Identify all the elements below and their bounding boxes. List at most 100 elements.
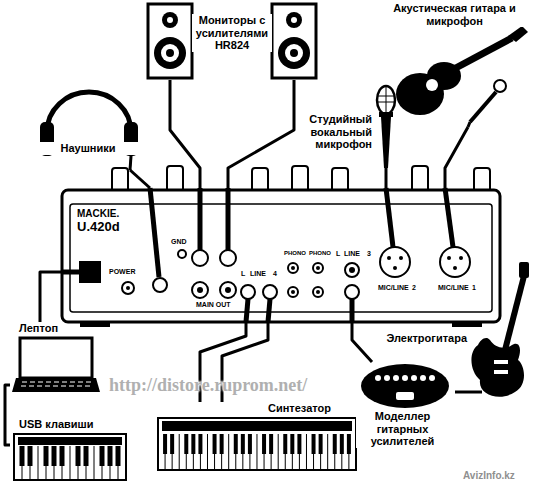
vocal-mic-drawing	[386, 87, 387, 113]
audio-cable	[455, 391, 470, 394]
watermark: http://distore.ruprom.net/	[108, 376, 308, 396]
mixer-jack	[288, 287, 298, 297]
panel-label: MIC/LINE	[377, 284, 410, 292]
amp-modeler-drawing	[411, 375, 417, 381]
laptop-drawing	[21, 382, 91, 386]
mixer-jack	[80, 262, 100, 282]
laptop-drawing	[37, 386, 42, 387]
laptop-drawing	[77, 386, 82, 387]
mixer-jack	[153, 278, 167, 292]
usb-keyboard-drawing	[38, 446, 39, 480]
laptop-drawing	[78, 382, 83, 383]
synthesizer-drawing	[278, 434, 279, 470]
laptop-drawing	[38, 382, 43, 383]
headphones-drawing	[47, 92, 131, 132]
brand-label: U.420d	[76, 220, 121, 235]
electric-guitar-drawing	[470, 262, 529, 397]
cable-plug	[198, 188, 203, 250]
device-label: USB клавиши	[18, 418, 94, 431]
synthesizer-drawing	[213, 434, 217, 454]
jack-hole	[387, 256, 391, 260]
mixer-jack	[380, 247, 410, 277]
jack-hole	[291, 290, 295, 294]
laptop: Лептоп	[10, 322, 102, 394]
cable-plug	[150, 188, 159, 277]
usb-keyboard-drawing	[18, 437, 122, 445]
synthesizer-drawing	[290, 434, 294, 454]
acoustic-guitar-drawing	[396, 26, 528, 127]
usb-keyboard-drawing	[116, 446, 121, 466]
synthesizer-drawing	[297, 434, 301, 454]
synthesizer-drawing	[170, 434, 174, 454]
mixer-jack	[288, 263, 298, 273]
speaker-drawing	[272, 4, 316, 78]
vocal-mic-drawing	[379, 112, 393, 117]
laptop-drawing	[86, 382, 91, 383]
electric-guitar-drawing	[470, 391, 482, 394]
synthesizer-drawing	[234, 434, 238, 454]
usb-keyboard-drawing	[100, 446, 105, 466]
amp-modeler-drawing	[375, 375, 435, 381]
laptop-drawing	[70, 382, 75, 383]
mixer-jack	[313, 263, 323, 273]
synthesizer-drawing	[312, 434, 316, 454]
synthesizer-drawing	[347, 434, 351, 454]
jack-hole	[453, 266, 457, 270]
mixer-jack	[345, 285, 359, 299]
speaker-drawing	[285, 44, 303, 62]
usb-keyboard-drawing	[84, 446, 89, 466]
device-label: Лептоп	[18, 322, 59, 335]
electric-guitar-drawing	[494, 370, 508, 374]
synthesizer-drawing	[256, 434, 257, 470]
amp-modeler-drawing	[402, 375, 408, 381]
laptop-drawing	[29, 386, 34, 387]
panel-label: PHONO	[283, 250, 307, 257]
audio-cable	[170, 80, 200, 188]
mixer-body	[80, 321, 110, 327]
speaker-drawing	[166, 49, 174, 57]
mixer-body	[62, 190, 500, 327]
panel-label: MIC/LINE	[437, 284, 470, 292]
audio-cable	[40, 272, 62, 322]
brand-label: MACKIE.	[76, 208, 120, 220]
jack-hole	[126, 286, 130, 290]
usb-keyboard-drawing	[14, 434, 126, 480]
acoustic-guitar-drawing	[494, 80, 506, 92]
usb-keyboard-drawing	[44, 446, 49, 466]
usb-keyboard-drawing	[14, 434, 126, 480]
synthesizer-drawing	[179, 434, 180, 470]
synthesizer-drawing	[262, 434, 266, 454]
cable-plug	[226, 188, 231, 250]
mixer-body	[452, 321, 482, 327]
acoustic-guitar-drawing	[470, 92, 496, 122]
cable-plug	[386, 188, 393, 247]
acoustic-guitar-drawing	[452, 38, 512, 70]
jack-hole	[393, 266, 397, 270]
speaker-drawing	[162, 12, 178, 28]
cable-plug	[268, 299, 270, 322]
mixer-jack	[440, 247, 470, 277]
synthesizer-drawing	[241, 434, 245, 454]
panel-label: L	[240, 270, 246, 278]
headphones-drawing	[40, 92, 138, 170]
synthesizer-drawing	[198, 434, 202, 454]
mixer-jack	[178, 250, 186, 258]
usb-keyboard: USB клавиши	[10, 418, 128, 483]
synthesizer-drawing	[191, 434, 195, 454]
device-label: Моделлер гитарных усилителей	[356, 410, 449, 448]
usb-keyboard-drawing	[60, 446, 65, 466]
device-label: Мониторы с усилителями HR824	[192, 14, 272, 52]
cable-plug	[445, 188, 453, 247]
audio-cable	[385, 175, 388, 188]
acoustic-guitar-drawing	[508, 26, 528, 42]
jack-hole	[316, 290, 320, 294]
synthesizer-drawing	[283, 434, 287, 454]
vocal-mic-drawing	[377, 86, 395, 114]
panel-label: 3	[366, 250, 372, 258]
amp-modeler: Моделлер гитарных усилителей	[350, 362, 455, 474]
audio-cable	[352, 322, 372, 362]
panel-label: LINE	[343, 250, 361, 258]
synthesizer-drawing	[228, 434, 229, 470]
panel-label: L	[335, 250, 341, 258]
cable-plug	[62, 270, 80, 275]
